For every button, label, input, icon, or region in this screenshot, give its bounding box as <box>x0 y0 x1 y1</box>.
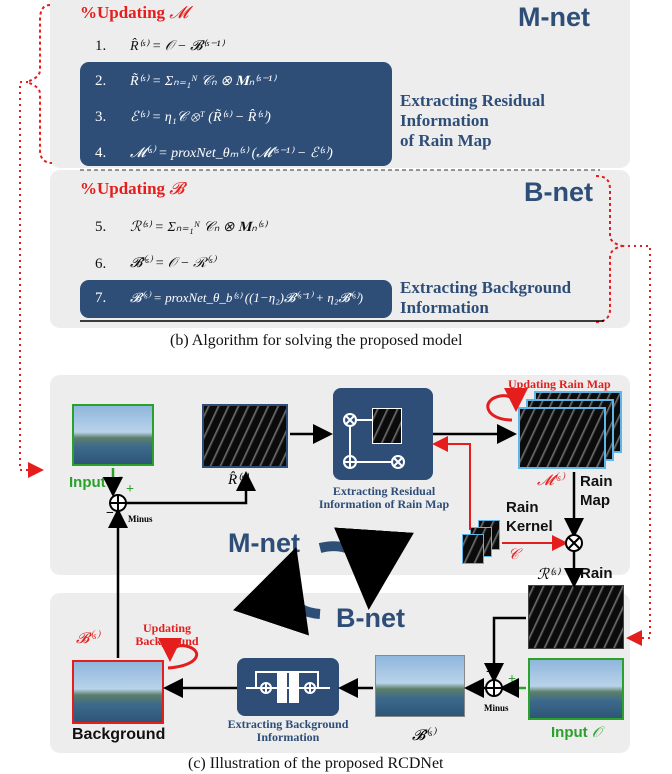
extract-background-label: Extracting Background Information <box>227 717 349 744</box>
background-image <box>72 660 164 724</box>
rain-image <box>528 585 624 649</box>
cycle-arrow-top <box>318 527 414 610</box>
step-3-number: 3. <box>95 109 107 125</box>
background-info-label: Extracting Background Information <box>400 278 572 317</box>
step-5-number: 5. <box>95 219 107 235</box>
rain-map-stack-1 <box>518 407 606 469</box>
residual-steps-box <box>80 62 392 166</box>
minus-label-bottom: Minus <box>484 703 509 713</box>
rain-map-label: Rain Map <box>580 473 613 509</box>
residual-image <box>202 404 288 468</box>
input-image-top <box>72 404 154 466</box>
cycle-arrow-bottom <box>233 547 321 636</box>
step-3-equation: ℰ⁽ˢ⁾ = η₁𝒞 ⊗ᵀ (R̃⁽ˢ⁾ − R̂⁽ˢ⁾) <box>130 110 271 125</box>
left-dashed-link <box>19 81 44 478</box>
mnet-title: M-net <box>518 2 590 32</box>
updating-rain-map-label: Updating Rain Map <box>508 377 611 391</box>
bnet-updating-header: %Updating 𝓑 <box>80 179 185 198</box>
step-4-number: 4. <box>95 145 107 161</box>
extract-residual-label: Extracting Residual Information of Rain … <box>318 484 450 511</box>
plus-sign-top: + <box>126 482 134 497</box>
step-4-equation: 𝓜⁽ˢ⁾ = proxNet_θₘ⁽ˢ⁾ (𝓜⁽ˢ⁻¹⁾ − ℰ⁽ˢ⁾) <box>130 146 333 161</box>
kernel-1 <box>462 534 484 564</box>
input-image-bottom <box>528 658 624 720</box>
minus-label-top: Minus <box>128 514 153 524</box>
background-symbol: 𝓑⁽ˢ⁾ <box>76 631 99 647</box>
sum-to-residual <box>126 471 256 505</box>
step-2-number: 2. <box>95 73 107 89</box>
bnet-title: B-net <box>524 177 593 207</box>
caption-b: (b) Algorithm for solving the proposed m… <box>170 332 463 349</box>
rainmap-self-loop <box>486 387 528 422</box>
mnet-brace <box>26 4 53 164</box>
rain-kernel-label: Rain Kernel <box>506 499 553 535</box>
background-step-box <box>80 280 392 318</box>
step-7-equation: 𝓑⁽ˢ⁾ = proxNet_θ_b⁽ˢ⁾ ((1−η₂)𝓑⁽ˢ⁻¹⁾ + η₂… <box>130 290 363 305</box>
step-1-equation: R̂⁽ˢ⁾ = 𝒪 − 𝓑⁽ˢ⁻¹⁾ <box>130 39 224 54</box>
right-dashed-link <box>622 245 651 646</box>
mnet-updating-header: %Updating 𝓜 <box>80 3 189 22</box>
step-6-number: 6. <box>95 256 107 272</box>
kernel-symbol: 𝒞 <box>508 547 519 563</box>
kernel-to-module <box>432 436 471 530</box>
step-6-equation: 𝓑̂⁽ˢ⁾ = 𝒪 − ℛ⁽ˢ⁾ <box>130 256 216 271</box>
rain-map-symbol: 𝓜⁽ˢ⁾ <box>537 473 564 489</box>
bnet-brace <box>595 175 626 323</box>
step-7-number: 7. <box>95 290 107 306</box>
background-self-loop <box>158 637 198 670</box>
residual-module-icons <box>343 413 405 469</box>
step-2-equation: R̃⁽ˢ⁾ = Σₙ₌₁ᴺ 𝒞ₙ ⊗ 𝐌ₙ⁽ˢ⁻¹⁾ <box>130 74 276 89</box>
bhat-symbol: 𝓑̂⁽ˢ⁾ <box>412 728 435 744</box>
rain-label: Rain <box>580 565 613 582</box>
bhat-image <box>375 655 465 717</box>
residual-info-label: Extracting Residual Information of Rain … <box>400 91 545 150</box>
caption-c: (c) Illustration of the proposed RCDNet <box>188 755 444 772</box>
step-1-number: 1. <box>95 38 107 54</box>
input-label-bottom: Input 𝒪 <box>551 724 602 741</box>
background-module-icons <box>246 671 330 703</box>
step-5-equation: ℛ⁽ˢ⁾ = Σₙ₌₁ᴺ 𝒞ₙ ⊗ 𝐌ₙ⁽ˢ⁾ <box>130 220 267 235</box>
rain-to-sum-bottom <box>484 616 526 683</box>
rain-symbol: ℛ⁽ˢ⁾ <box>537 567 560 583</box>
background-label: Background <box>72 726 166 743</box>
residual-module-kernel <box>372 408 402 444</box>
